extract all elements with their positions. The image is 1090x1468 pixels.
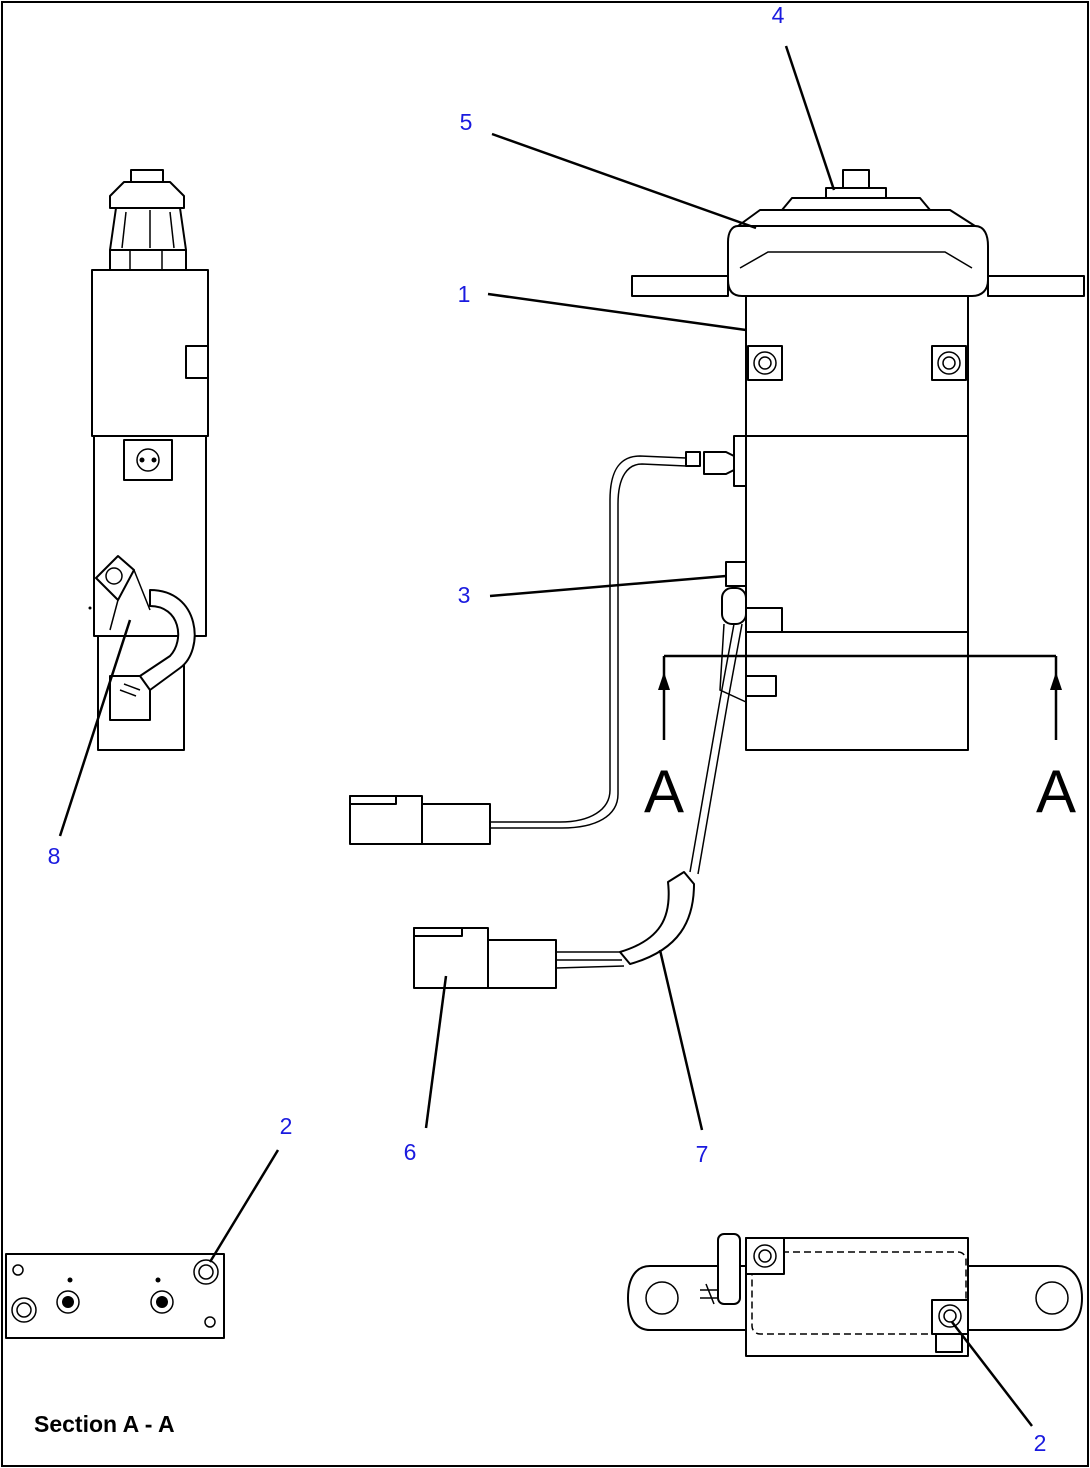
main-side-socket: [733, 435, 747, 487]
main-bezel: [727, 225, 989, 297]
bottom-view-ear-right: [967, 1265, 1083, 1331]
section-arrow-right: [1050, 672, 1062, 690]
section-a-a-view: [5, 1253, 225, 1339]
section-letter-left: A: [644, 758, 684, 825]
leader-4: [784, 45, 836, 191]
callout-5: 5: [460, 109, 473, 135]
part6-connector-body: [413, 927, 489, 989]
bottom-view-connector: [717, 1233, 741, 1305]
callout-2-bottom: 2: [1034, 1430, 1047, 1456]
side-view-tab: [185, 345, 209, 379]
bottom-view-hidden-outline: [751, 1251, 967, 1335]
main-side-block: [745, 607, 783, 633]
side-view-wire-clip: [139, 589, 196, 691]
main-mount-plate-left: [631, 275, 729, 297]
section-arrow-left: [658, 672, 670, 690]
part7-sleeve: [619, 871, 695, 965]
section-plate: [5, 1253, 225, 1339]
bottom-view-assembly: [627, 1233, 1083, 1357]
side-view-knob-collar: [109, 181, 185, 209]
main-grommet: [721, 587, 747, 625]
section-caption: Section A - A: [34, 1411, 175, 1437]
side-view-assembly: [88, 169, 209, 751]
leader-lines: [58, 45, 1033, 1427]
side-view-boot: [109, 207, 187, 251]
leader-2-bottom: [951, 1321, 1033, 1427]
main-side-plug: [703, 451, 735, 475]
section-letter-right: A: [1036, 758, 1076, 825]
main-lower-body: [745, 631, 969, 751]
leader-3: [489, 574, 727, 598]
leader-8: [58, 619, 132, 837]
callout-4: 4: [772, 2, 785, 28]
callout-3: 3: [458, 582, 471, 608]
main-bolt-right: [931, 345, 967, 381]
part6-connector-shell: [487, 939, 557, 989]
main-knob-stem: [842, 169, 870, 189]
leader-5: [491, 132, 757, 230]
leader-6: [424, 975, 448, 1129]
cable-harness-upper: [349, 455, 687, 845]
callout-8: 8: [48, 843, 61, 869]
main-part3-tab: [725, 561, 747, 587]
callout-labels: 4 5 1 3 8 6 7 2 2: [48, 2, 1047, 1456]
main-mount-plate-right: [987, 275, 1085, 297]
leader-1: [487, 292, 747, 332]
section-cut-line: A A: [644, 654, 1076, 825]
main-boot-top: [737, 209, 976, 227]
callout-2-section: 2: [280, 1113, 293, 1139]
leader-7: [658, 949, 704, 1131]
cable-harness-lower: [413, 623, 743, 989]
callout-7: 7: [696, 1141, 709, 1167]
callout-1: 1: [458, 281, 471, 307]
side-view-knob-cap: [130, 169, 164, 183]
upper-connector-shell: [421, 803, 491, 845]
leader-2-section: [208, 1149, 280, 1263]
section-bolt-head: [193, 1259, 219, 1285]
main-knob-washer: [781, 197, 931, 211]
side-view-boot-base: [109, 249, 187, 271]
main-assembly: [631, 169, 1085, 751]
side-view-connector-socket: [123, 439, 173, 481]
callout-6: 6: [404, 1139, 417, 1165]
main-middle-body: [745, 435, 969, 633]
main-bolt-left: [747, 345, 783, 381]
